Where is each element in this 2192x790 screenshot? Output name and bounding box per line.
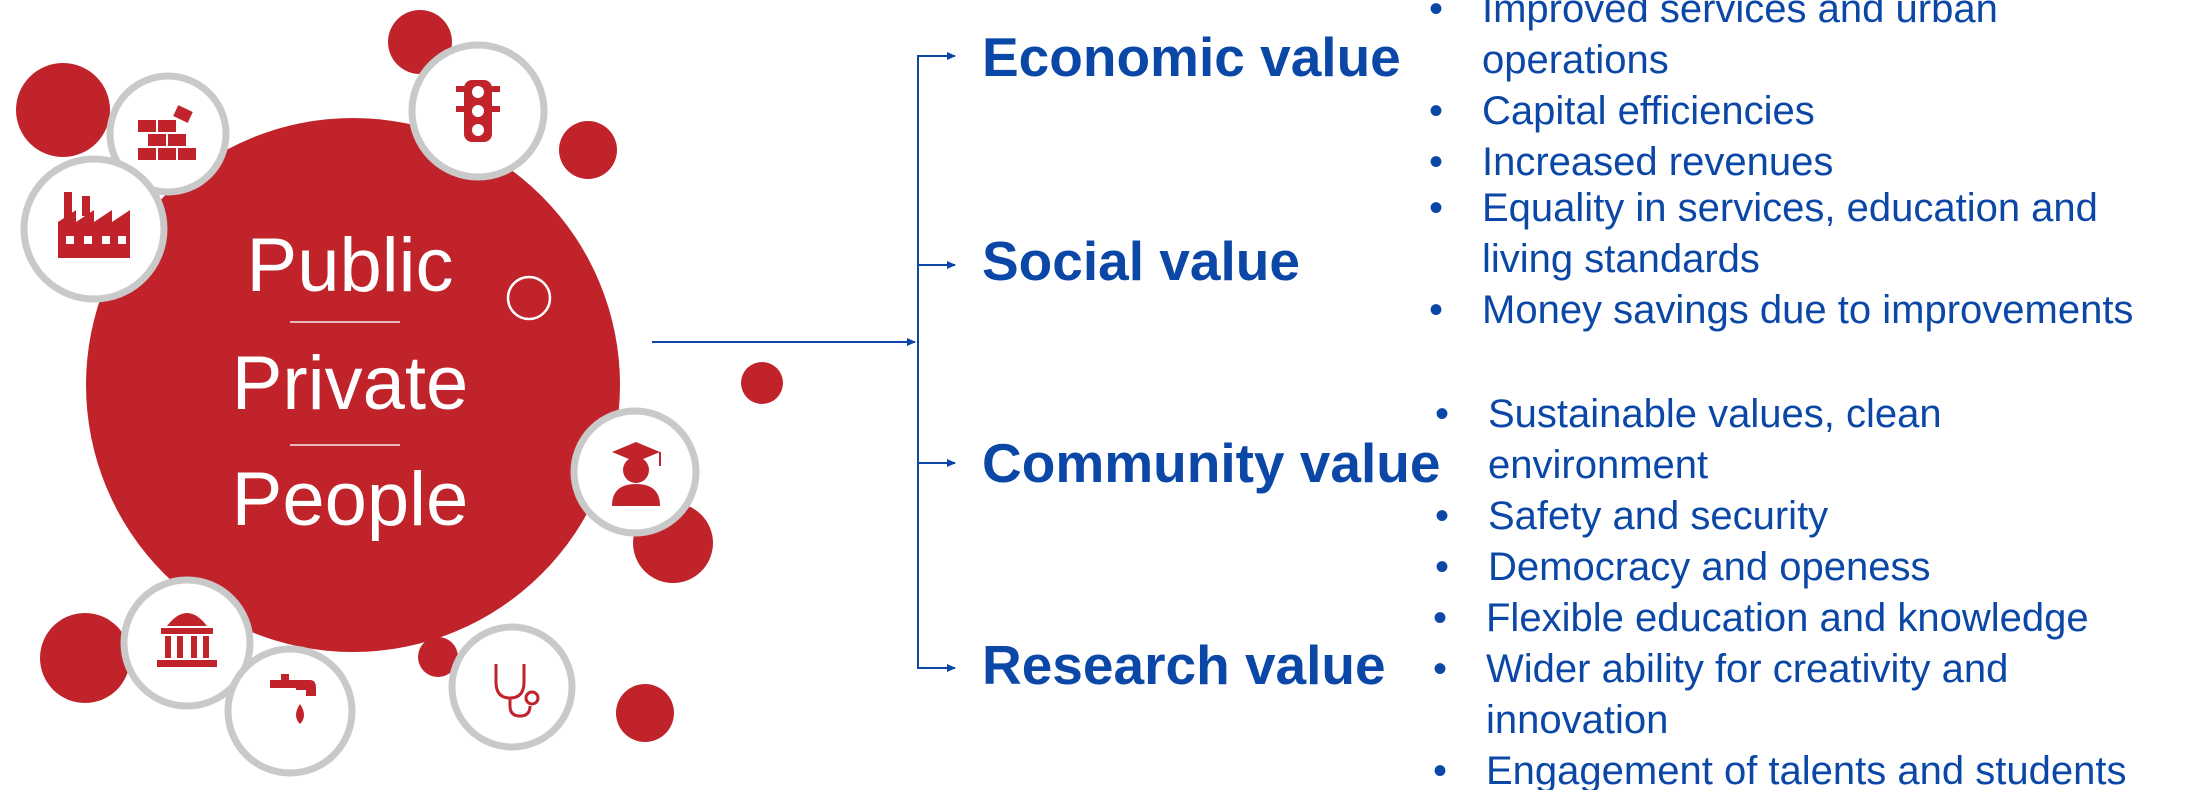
bullet-dot: • (1432, 596, 1447, 640)
factory-icon (20, 155, 168, 303)
bullet-text: Wider ability for creativity and innovat… (1486, 647, 2009, 742)
government-building-icon (120, 576, 254, 710)
decor-dot (616, 684, 674, 742)
bullet-dot: • (1432, 749, 1447, 790)
list-item: • Sustainable values, clean environment (1432, 389, 1992, 491)
bullet-list-social: • Equality in services, education and liv… (1426, 183, 2136, 336)
bullet-dot: • (1432, 647, 1447, 691)
decor-dot (40, 613, 130, 703)
stethoscope-icon (448, 623, 576, 751)
bullet-text: Sustainable values, clean environment (1488, 392, 1942, 487)
bullet-text: Engagement of talents and students (1486, 749, 2127, 790)
decor-dot (559, 121, 617, 179)
bullet-list-community: • Sustainable values, clean environment •… (1432, 389, 1992, 593)
value-title-research: Research value (982, 634, 1386, 696)
decor-dot (16, 63, 110, 157)
bullet-text: Capital efficiencies (1482, 89, 1815, 133)
bullet-text: Money savings due to improvements (1482, 288, 2134, 332)
bullet-dot: • (1428, 186, 1443, 230)
center-word-private: Private (231, 341, 469, 426)
bullet-dot: • (1428, 89, 1443, 133)
bullet-text: Safety and security (1488, 494, 1829, 538)
list-item: • Increased revenues (1426, 137, 2126, 188)
list-item: • Flexible education and knowledge (1430, 593, 2150, 644)
bullet-dot: • (1434, 392, 1449, 436)
decor-dot (418, 637, 458, 677)
bullet-text: Equality in services, education and livi… (1482, 186, 2098, 281)
bullet-text: Flexible education and knowledge (1486, 596, 2089, 640)
bullet-text: Improved services and urban operations (1482, 0, 1998, 82)
graduate-icon (570, 407, 700, 537)
center-word-public: Public (246, 223, 454, 308)
value-title-social: Social value (982, 230, 1300, 292)
list-item: • Engagement of talents and students (1430, 746, 2150, 790)
list-item: • Capital efficiencies (1426, 86, 2126, 137)
traffic-light-icon (408, 41, 548, 181)
bullet-text: Increased revenues (1482, 140, 1834, 184)
bullet-list-research: • Flexible education and knowledge • Wider… (1430, 593, 2150, 790)
list-item: • Money savings due to improvements (1426, 285, 2136, 336)
bullet-dot: • (1434, 545, 1449, 589)
value-title-community: Community value (982, 432, 1441, 494)
water-tap-icon (224, 645, 356, 777)
bullet-dot: • (1434, 494, 1449, 538)
bullet-text: Democracy and openess (1488, 545, 1931, 589)
bullet-list-economic: •Improved services and urban operations … (1426, 0, 2126, 188)
bullet-dot: • (1428, 0, 1443, 31)
list-item: • Wider ability for creativity and innova… (1430, 644, 2150, 746)
decor-ring (506, 275, 552, 321)
bricks-icon (106, 72, 230, 196)
center-word-people: People (231, 457, 469, 542)
list-item: • Improved services and urban operations (1426, 0, 2126, 86)
value-title-economic: Economic value (982, 26, 1401, 88)
bullet-dot: • (1428, 288, 1443, 332)
bullet-dot: • (1428, 140, 1443, 184)
decor-dot (741, 362, 783, 404)
list-item: • Equality in services, education and liv… (1426, 183, 2136, 285)
decor-ring (298, 598, 344, 644)
list-item: • Safety and security (1432, 491, 1992, 542)
list-item: • Democracy and openess (1432, 542, 1992, 593)
central-red-circle (86, 118, 620, 652)
